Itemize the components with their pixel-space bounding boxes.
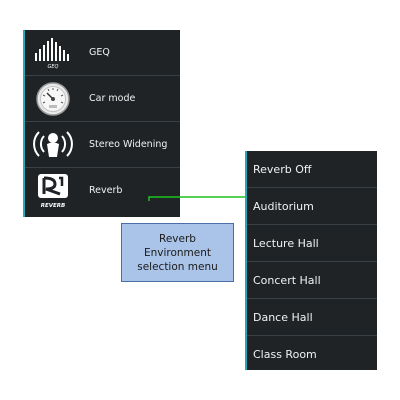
menu-item-label: Reverb xyxy=(89,185,123,196)
menu-item-label: Stereo Widening xyxy=(89,139,168,150)
callout-line-1: Reverb xyxy=(159,232,196,245)
stereo-widening-icon xyxy=(33,126,73,164)
reverb-option-auditorium[interactable]: Auditorium xyxy=(247,188,377,225)
reverb-environment-menu: Reverb Off Auditorium Lecture Hall Conce… xyxy=(245,151,377,370)
geq-icon-caption: GEQ xyxy=(48,64,59,70)
menu-item-stereo-widening[interactable]: Stereo Widening xyxy=(25,122,180,168)
menu-item-label: Car mode xyxy=(89,93,136,104)
reverb-option-lecture-hall[interactable]: Lecture Hall xyxy=(247,225,377,262)
reverb-callout-label: Reverb Environment selection menu xyxy=(121,223,234,282)
menu-item-car-mode[interactable]: Car mode xyxy=(25,76,180,122)
equalizer-icon: GEQ xyxy=(33,34,73,72)
reverb-option-off[interactable]: Reverb Off xyxy=(247,151,377,188)
callout-line-2: Environment xyxy=(143,246,212,259)
reverb-option-class-room[interactable]: Class Room xyxy=(253,348,317,361)
menu-item-geq[interactable]: GEQ GEQ xyxy=(25,30,180,76)
effects-menu: GEQ GEQ C xyxy=(23,30,180,217)
menu-item-reverb[interactable]: REVERB Reverb xyxy=(25,168,180,214)
reverb-option-dance-hall[interactable]: Dance Hall xyxy=(247,299,377,336)
speedometer-icon xyxy=(33,80,73,118)
reverb-icon-caption: REVERB xyxy=(41,203,65,209)
reverb-option-concert-hall[interactable]: Concert Hall xyxy=(247,262,377,299)
callout-line-3: selection menu xyxy=(137,260,218,273)
reverb-logo-icon: REVERB xyxy=(33,172,73,210)
menu-item-label: GEQ xyxy=(89,47,110,58)
